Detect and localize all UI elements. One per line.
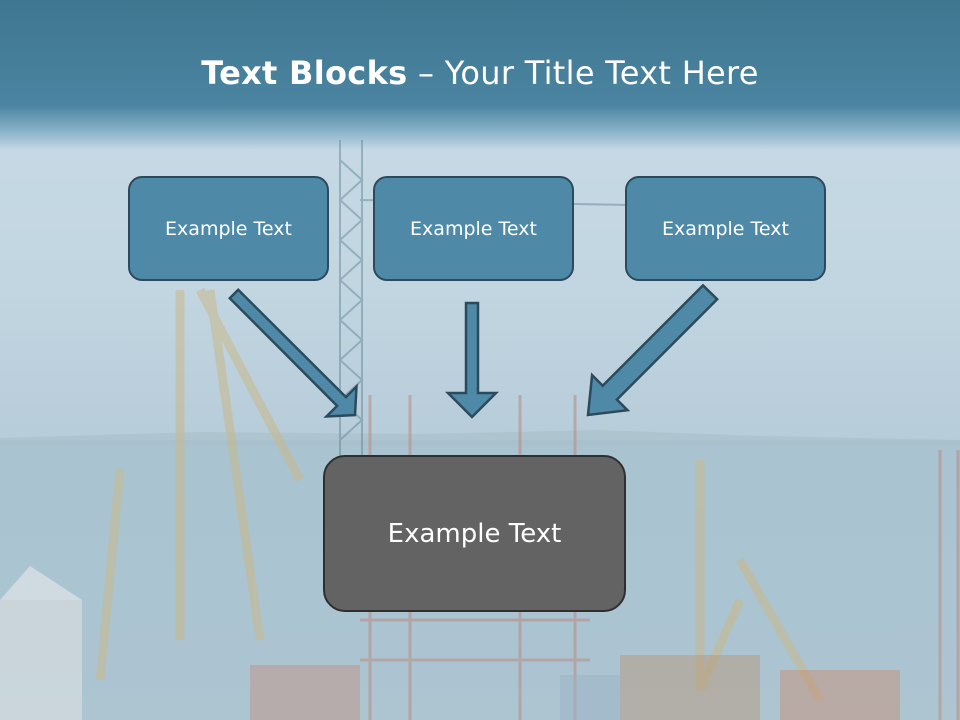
title-rest: Your Title Text Here: [444, 54, 759, 92]
arrow-down-right-icon: [228, 288, 358, 418]
center-text-block[interactable]: Example Text: [323, 455, 626, 612]
text-block-right[interactable]: Example Text: [625, 176, 826, 281]
title-separator: –: [407, 54, 445, 92]
title-bar: [0, 0, 960, 150]
arrow-down-icon: [444, 301, 500, 419]
arrow-down-left-icon: [586, 283, 719, 417]
text-block-center[interactable]: Example Text: [373, 176, 574, 281]
slide-title: Text Blocks – Your Title Text Here: [0, 54, 960, 92]
text-block-left[interactable]: Example Text: [128, 176, 329, 281]
title-bold-part: Text Blocks: [201, 54, 408, 92]
